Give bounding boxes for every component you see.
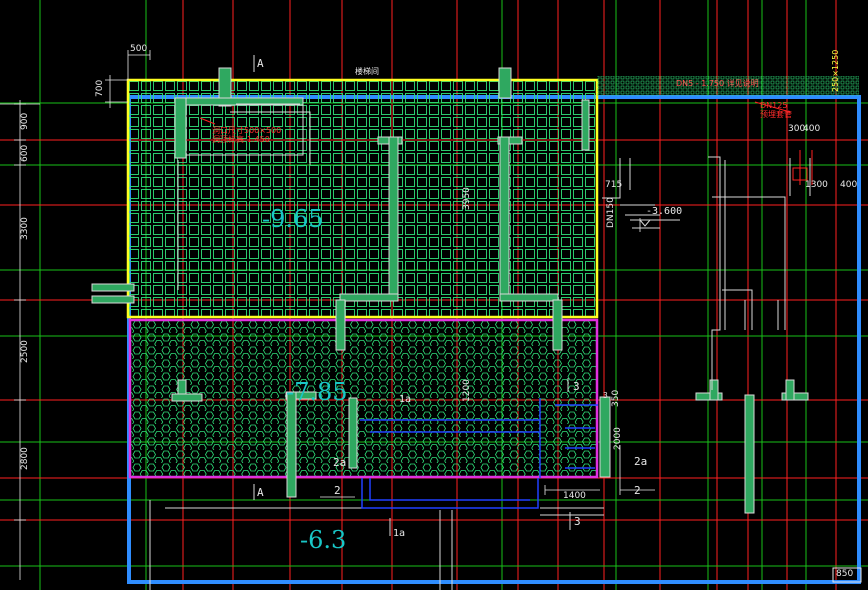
red-annotation-marks bbox=[199, 101, 813, 185]
axis-label-a-top: A bbox=[257, 57, 264, 70]
axis-label-1a-bottom: 1a bbox=[393, 528, 406, 539]
axis-label-2a-mid: 2a bbox=[333, 456, 347, 469]
dim-left-1: 600 bbox=[20, 144, 30, 162]
walls bbox=[91, 67, 809, 514]
dim-left-4: 2800 bbox=[20, 447, 30, 470]
pipe-label: DN150 bbox=[606, 197, 616, 228]
elevation-marker-symbol bbox=[630, 219, 680, 229]
dim-inner-2: 2000 bbox=[613, 427, 623, 450]
corner-box bbox=[832, 567, 862, 583]
dim-inner-1: 1200 bbox=[462, 379, 472, 402]
zone-middle-boundary bbox=[128, 318, 599, 479]
top-right-hatch-strip bbox=[597, 76, 859, 96]
elevation-marker-value: -3.600 bbox=[646, 206, 683, 217]
dim-inner-9: 350 bbox=[611, 389, 621, 407]
red-note-opening-top: 洞顶标高-1.450 bbox=[212, 135, 270, 144]
dim-inner-5: 300 bbox=[788, 124, 806, 134]
axis-label-2-mid: 2 bbox=[334, 484, 341, 497]
header-text: 楼梯间 bbox=[355, 67, 379, 76]
dim-inner-8: 400 bbox=[840, 180, 858, 190]
top-dimension-ticks bbox=[105, 50, 655, 498]
dim-inner-3: 1400 bbox=[563, 491, 586, 501]
dim-left-3: 2500 bbox=[20, 340, 30, 363]
axis-label-3-bottom: 3 bbox=[574, 515, 581, 528]
axis-marker-lines bbox=[253, 55, 571, 536]
dim-inner-7: 1300 bbox=[805, 180, 828, 190]
dim-top-1: 700 bbox=[95, 79, 105, 97]
dim-inner-6: 400 bbox=[803, 124, 821, 134]
red-note-dn125: DN125 bbox=[760, 101, 788, 110]
axis-label-2a-right: 2a bbox=[634, 455, 648, 468]
red-note-sleeve: 预埋套管 bbox=[760, 110, 792, 119]
axis-label-3-small: 3 bbox=[603, 391, 608, 400]
dim-inner-4: 715 bbox=[605, 180, 623, 190]
dim-inner-10: 850 bbox=[836, 569, 854, 579]
axis-label-2-right: 2 bbox=[634, 484, 641, 497]
strip-note: DN5 - 1.750 详见说明 bbox=[676, 79, 759, 88]
red-note-opening-size: 洞口尺寸500×500 bbox=[212, 126, 282, 135]
zone-upper-boundary bbox=[126, 78, 599, 319]
dim-top-0: 500 bbox=[130, 44, 148, 54]
elevation-label-lower: -6.3 bbox=[300, 526, 347, 554]
dim-inner-0: 3950 bbox=[462, 187, 472, 210]
axis-label-a-bottom: A bbox=[257, 486, 264, 499]
elevation-label-upper: -9.65 bbox=[262, 205, 324, 233]
axis-label-1a-mid: 1a bbox=[399, 394, 412, 405]
blue-detail-lines bbox=[360, 398, 598, 509]
zone-upper-hatch bbox=[128, 80, 597, 317]
dim-left-0: 900 bbox=[20, 112, 30, 130]
dim-left-2: 3300 bbox=[20, 217, 30, 240]
yellow-note-right: 250×1250 bbox=[831, 49, 840, 92]
axis-label-3-mid: 3 bbox=[573, 380, 580, 393]
elevation-label-middle: -7.85 bbox=[286, 378, 348, 406]
zone-middle-hatch bbox=[130, 320, 597, 477]
left-dimension-column bbox=[0, 100, 40, 580]
